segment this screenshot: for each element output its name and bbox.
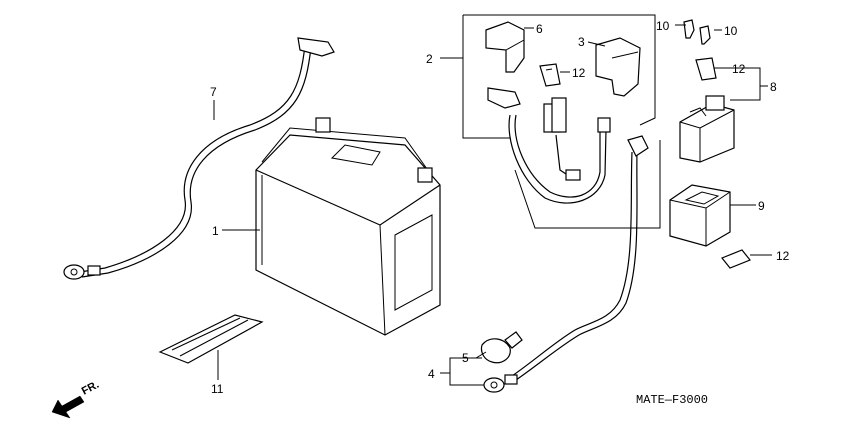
bolts [683, 19, 711, 45]
battery-band [158, 314, 264, 364]
callout-2: 2 [426, 52, 433, 66]
callout-1: 1 [212, 224, 219, 238]
callout-12a: 12 [572, 66, 586, 80]
callout-9: 9 [758, 199, 765, 213]
cable-set [487, 87, 611, 204]
relay-holder [669, 184, 731, 247]
callout-10a: 10 [656, 19, 670, 33]
battery [255, 117, 441, 336]
callout-7: 7 [210, 85, 217, 99]
callout-5: 5 [462, 351, 469, 365]
fuse-3 [721, 249, 751, 269]
positive-cable [63, 37, 335, 280]
callout-3: 3 [578, 35, 585, 49]
leader-lines [213, 24, 772, 386]
callout-6: 6 [536, 22, 543, 36]
diagram-code: MATE—F3000 [636, 393, 708, 407]
callout-12b: 12 [732, 62, 746, 76]
cable-set-bracket [462, 14, 661, 229]
fuse-1 [539, 63, 561, 87]
callout-10b: 10 [724, 24, 738, 38]
cover-small [485, 21, 525, 73]
callout-8: 8 [770, 80, 777, 94]
callout-4: 4 [428, 367, 435, 381]
callout-11: 11 [211, 382, 224, 396]
callout-labels: 1 2 3 4 5 6 7 8 9 10 10 12 12 12 11 [210, 19, 790, 396]
front-direction-arrow-icon: FR. [51, 379, 101, 419]
starter-relay [679, 95, 735, 163]
cover-large [595, 37, 641, 97]
terminal-cap [480, 331, 523, 364]
direction-label: FR. [80, 379, 101, 398]
fuse-2 [695, 57, 717, 81]
callout-12c: 12 [776, 249, 790, 263]
